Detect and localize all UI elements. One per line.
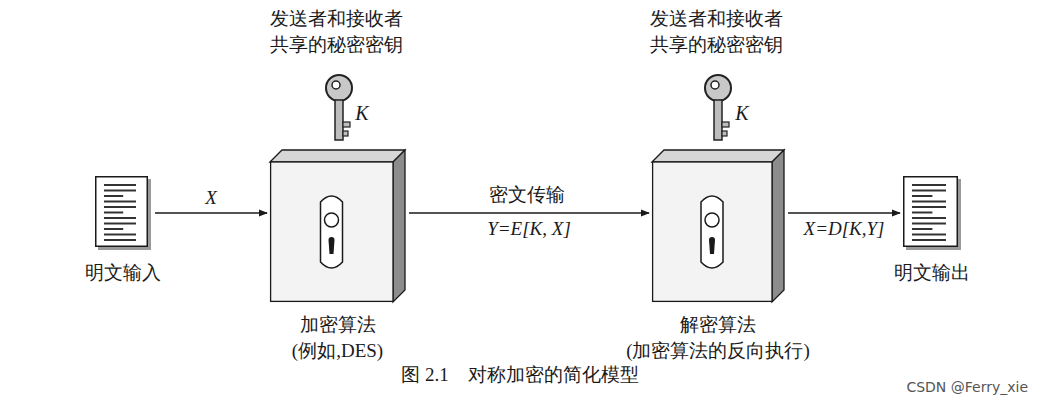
arrow-connector — [788, 212, 900, 214]
arrow-connector — [409, 212, 649, 214]
key-caption: 发送者和接收者 共享的秘密密钥 — [650, 6, 783, 58]
edge-label: X=D[K,Y] — [801, 218, 888, 240]
page-outline — [95, 176, 151, 250]
document-icon: 明文输出 — [903, 176, 961, 250]
key-caption: 发送者和接收者 共享的秘密密钥 — [270, 6, 403, 58]
watermark: CSDN @Ferry_xie — [906, 374, 1028, 400]
key-symbol — [326, 75, 352, 140]
key-symbol-label: K — [735, 100, 748, 126]
algorithm-box: 加密算法 (例如,DES) — [270, 150, 405, 302]
edge-label: Y=E[K, X] — [484, 218, 574, 240]
page-outline — [903, 176, 961, 250]
edge-label: X — [202, 187, 220, 209]
node-caption: 加密算法 (例如,DES) — [292, 312, 383, 364]
document-icon: 明文输入 — [95, 176, 151, 250]
node-caption: 明文输入 — [85, 260, 161, 286]
node-caption: 明文输出 — [894, 260, 970, 286]
key-symbol — [705, 75, 731, 140]
node-caption: 解密算法 (加密算法的反向执行) — [626, 312, 810, 364]
channel-label: 密文传输 — [486, 182, 568, 208]
arrow-connector — [155, 212, 267, 214]
key-symbol-label: K — [355, 100, 368, 126]
algorithm-box: 解密算法 (加密算法的反向执行) — [652, 150, 784, 302]
box-outline — [652, 150, 784, 302]
figure-caption: 图 2.1 对称加密的简化模型 — [401, 362, 639, 388]
box-outline — [270, 150, 405, 302]
